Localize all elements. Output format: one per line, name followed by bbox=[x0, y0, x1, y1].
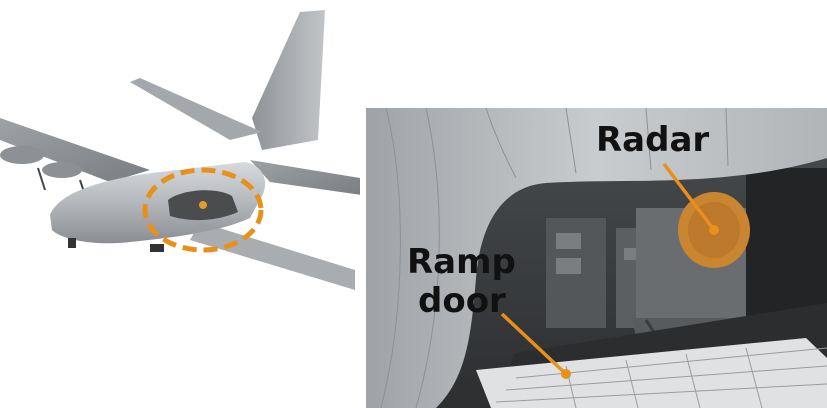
aircraft-photo bbox=[0, 0, 360, 408]
ramp-door-label-line1: Ramp bbox=[407, 242, 516, 282]
panel-2 bbox=[556, 258, 581, 274]
highlight-dashed-ellipse bbox=[142, 167, 264, 253]
near-wing bbox=[190, 222, 355, 290]
propeller-1 bbox=[37, 167, 46, 191]
radar-leader-dot bbox=[709, 225, 719, 235]
nose-gear bbox=[68, 238, 76, 248]
engine-1 bbox=[0, 146, 44, 164]
fuselage-skin bbox=[366, 108, 827, 408]
engine-2 bbox=[42, 162, 82, 178]
skin-panel-lines bbox=[380, 108, 729, 408]
radar-leader-line bbox=[662, 162, 716, 232]
left-stabilizer bbox=[130, 78, 262, 140]
ramp-door bbox=[476, 338, 827, 408]
ramp-leader-dot bbox=[561, 369, 571, 379]
ramp-door-label-line2: door bbox=[418, 281, 506, 321]
fuselage bbox=[50, 162, 266, 244]
radar-dot bbox=[199, 201, 207, 209]
cargo-bay-illustration bbox=[366, 108, 827, 408]
radar-label: Radar bbox=[596, 120, 710, 160]
ramp-leader-line bbox=[500, 312, 568, 376]
main-gear bbox=[150, 244, 164, 252]
right-stabilizer bbox=[250, 160, 360, 195]
far-wing bbox=[0, 118, 150, 182]
zoomed-cargo-view bbox=[366, 108, 827, 408]
aircraft-illustration bbox=[0, 10, 360, 290]
vertical-tail bbox=[252, 10, 325, 150]
panel-1 bbox=[556, 233, 581, 249]
